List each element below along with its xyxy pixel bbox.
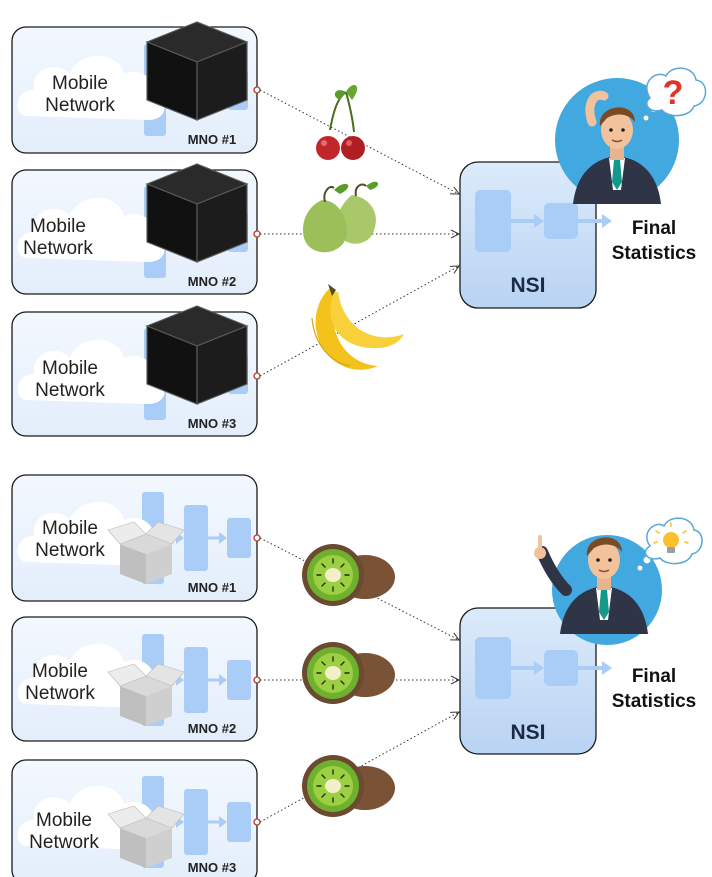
black-box-icon bbox=[146, 163, 248, 263]
black-box-icon bbox=[146, 21, 248, 121]
mno-panel: Mobile Network MNO #2 bbox=[11, 616, 261, 742]
thought-bubble: ? bbox=[642, 67, 707, 122]
kiwi-icon bbox=[301, 754, 396, 818]
nsi-label: NSI bbox=[510, 721, 545, 744]
final-statistics-line1: Final bbox=[632, 218, 676, 239]
connector-dot bbox=[253, 534, 261, 542]
network-label-line1: Mobile bbox=[42, 358, 98, 379]
connector-dot bbox=[253, 818, 261, 826]
final-statistics-line2: Statistics bbox=[612, 243, 696, 264]
bottom-section: Mobile Network MNO #1 Mobile Network MNO… bbox=[11, 474, 703, 877]
nsi-processor: NSI bbox=[459, 161, 597, 309]
connector-dot bbox=[253, 230, 261, 238]
pear-icon bbox=[302, 181, 379, 253]
cherry-icon bbox=[316, 85, 365, 160]
kiwi-icon bbox=[301, 543, 396, 607]
network-label-line2: Network bbox=[35, 540, 105, 561]
network-label-line1: Mobile bbox=[32, 661, 88, 682]
kiwi-icon bbox=[301, 641, 396, 705]
network-label-line2: Network bbox=[25, 683, 95, 704]
mno-label: MNO #1 bbox=[188, 580, 236, 595]
network-label-line1: Mobile bbox=[30, 216, 86, 237]
flow-lines bbox=[259, 537, 459, 823]
mno-panel: Mobile Network MNO #1 bbox=[11, 21, 261, 154]
black-box-icon bbox=[146, 305, 248, 405]
nsi-label: NSI bbox=[510, 274, 545, 297]
network-label-line2: Network bbox=[35, 380, 105, 401]
mno-label: MNO #2 bbox=[188, 721, 236, 736]
mno-label: MNO #1 bbox=[188, 132, 236, 147]
mno-panel: Mobile Network MNO #3 bbox=[11, 759, 261, 877]
network-label-line1: Mobile bbox=[36, 810, 92, 831]
final-statistics-line2: Statistics bbox=[612, 691, 696, 712]
network-label-line1: Mobile bbox=[42, 518, 98, 539]
connector-dot bbox=[253, 86, 261, 94]
thought-bubble bbox=[636, 517, 703, 572]
top-section: Mobile Network MNO #1 Mobile Network MNO… bbox=[11, 21, 707, 437]
mno-label: MNO #3 bbox=[188, 860, 236, 875]
banana-icon bbox=[311, 284, 404, 370]
question-mark-icon: ? bbox=[663, 74, 684, 112]
output-arrow-head bbox=[602, 661, 612, 675]
mno-panel: Mobile Network MNO #1 bbox=[11, 474, 261, 602]
mno-panel: Mobile Network MNO #3 bbox=[11, 305, 261, 437]
mno-label: MNO #3 bbox=[188, 416, 236, 431]
idea-manager-avatar bbox=[534, 535, 662, 645]
lightbulb-icon bbox=[653, 522, 689, 553]
network-label-line2: Network bbox=[45, 95, 115, 116]
network-label-line2: Network bbox=[29, 832, 99, 853]
connector-dot bbox=[253, 676, 261, 684]
network-label-line1: Mobile bbox=[52, 73, 108, 94]
connector-dot bbox=[253, 372, 261, 380]
network-label-line2: Network bbox=[23, 238, 93, 259]
nsi-processor: NSI bbox=[459, 607, 597, 755]
final-statistics-line1: Final bbox=[632, 666, 676, 687]
output-arrow-head bbox=[602, 214, 612, 228]
mno-panel: Mobile Network MNO #2 bbox=[11, 163, 261, 295]
mno-label: MNO #2 bbox=[188, 274, 236, 289]
confused-manager-avatar bbox=[555, 78, 679, 205]
